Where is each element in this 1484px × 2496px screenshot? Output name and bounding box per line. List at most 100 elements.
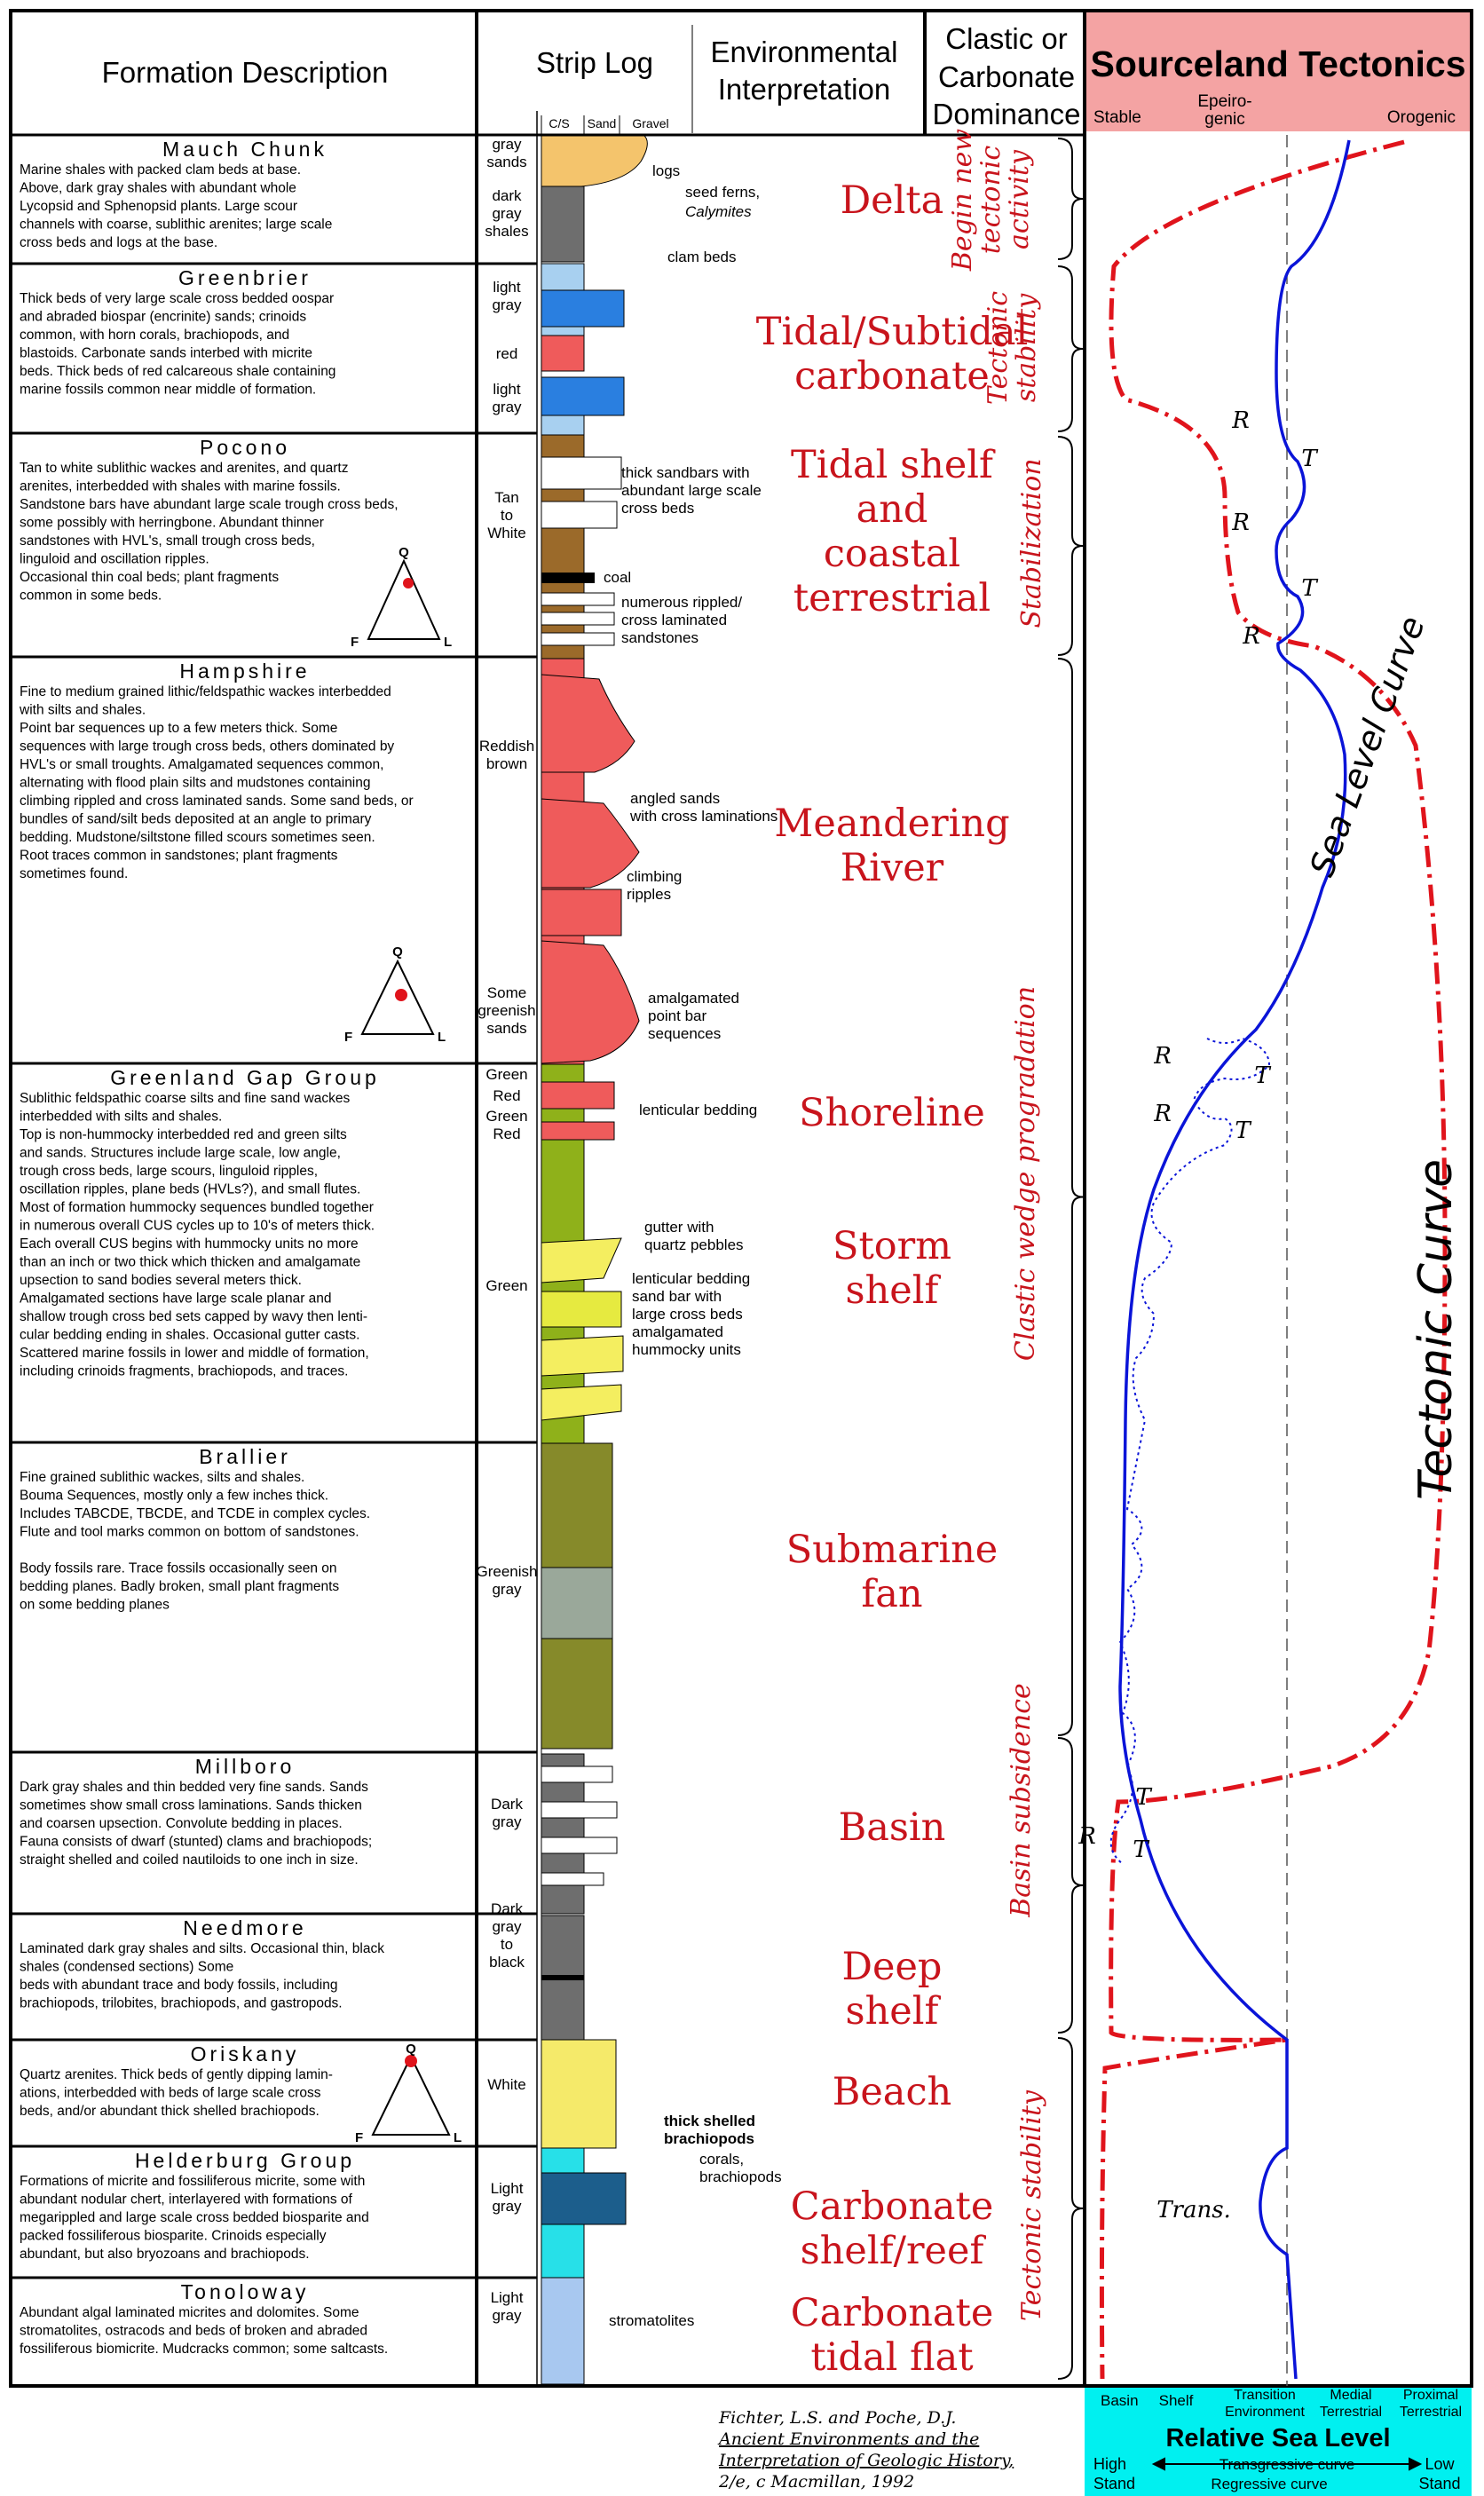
regression-label: R (1153, 1043, 1172, 1070)
svg-text:F: F (355, 2130, 363, 2145)
log-note: Calymites (685, 203, 752, 220)
footer-arrows (1151, 2457, 1423, 2471)
formation-description-line: trough cross beds, large scours, lingulo… (20, 1164, 318, 1179)
log-pocono-coal (541, 573, 595, 583)
formation-description-line: Fine to medium grained lithic/feldspathi… (20, 684, 391, 699)
log-note: numerous rippled/ (621, 594, 742, 611)
formation-description-line: and coarsen upsection. Convolute bedding… (20, 1816, 343, 1831)
formation-description-line: channels with coarse, sublithic arenites… (20, 217, 332, 233)
header-clastic-3: Dominance (933, 98, 1081, 130)
lithology-label: gray (492, 1813, 522, 1830)
header-sourceland-tectonics: Sourceland Tectonics (1090, 43, 1465, 84)
tectonic-phase-brace (1057, 436, 1084, 656)
tectonic-curve (1099, 139, 1448, 2380)
regressive-dotted-curve (1109, 1037, 1271, 1865)
tectonic-phase-brace (1057, 138, 1084, 260)
formation-description-line: Fauna consists of dwarf (stunted) clams … (20, 1835, 372, 1850)
formation-description-line: Includes TABCDE, TBCDE, and TCDE in comp… (20, 1506, 370, 1521)
log-note: with cross laminations (629, 808, 778, 825)
log-note: point bar (648, 1007, 706, 1024)
formation-name: Helderburg Group (135, 2149, 355, 2172)
lithology-label: Red (493, 1126, 520, 1142)
log-greenbrier-red (541, 335, 585, 372)
log-note: amalgamated (632, 1323, 723, 1340)
lithology-label: Green (485, 1066, 527, 1083)
formation-description-line: on some bedding planes (20, 1598, 170, 1613)
log-note: gutter with (644, 1219, 714, 1236)
formation-description-line: Occasional thin coal beds; plant fragmen… (20, 570, 279, 585)
formation-description-line: Body fossils rare. Trace fossils occasio… (20, 1561, 337, 1576)
formation-name: Hampshire (179, 660, 310, 683)
lithology-label: Light (491, 2289, 524, 2306)
formation-name: Brallier (199, 1445, 291, 1468)
environment-label: shelf/reef (801, 2229, 987, 2273)
formation-description-line: packed fossiliferous biosparite. Crinoid… (20, 2229, 327, 2244)
sourceland-header-bg (1085, 11, 1472, 131)
formation-description-line: including crinoids fragments, brachiopod… (20, 1364, 348, 1379)
footer-low-2: Stand (1418, 2475, 1460, 2492)
sea-level-curve (1118, 139, 1351, 2380)
svg-text:L: L (444, 635, 452, 650)
formation-description-line: HVL's or small troughts. Amalgamated seq… (20, 757, 383, 772)
log-note: stromatolites (609, 2312, 694, 2329)
environment-label: Basin (839, 1805, 946, 1850)
lithology-label: light (493, 279, 520, 296)
header-clastic-1: Clastic or (945, 22, 1068, 55)
svg-text:F: F (344, 1030, 352, 1045)
footer-transition-2: Environment (1225, 2405, 1305, 2420)
formation-description-line: bedding planes. Badly broken, small plan… (20, 1579, 339, 1594)
footer-high-2: Stand (1093, 2475, 1135, 2492)
environment-label: Deep (842, 1945, 943, 1989)
tectonic-phase-label: activity (1004, 149, 1035, 249)
environment-label: shelf (846, 1268, 942, 1313)
formation-description-line: Lycopsid and Sphenopsid plants. Large sc… (20, 199, 297, 214)
log-note: corals, (699, 2151, 744, 2168)
formation-description-line: cular bedding ending in shales. Occasion… (20, 1328, 359, 1343)
log-note: angled sands (630, 790, 720, 807)
environment-label: Carbonate (791, 2184, 994, 2229)
regression-label: R (1231, 509, 1250, 536)
formation-description-line: abundant nodular chert, interlayered wit… (20, 2192, 352, 2208)
tectonic-phase-brace (1057, 658, 1084, 1736)
log-note: cross laminated (621, 612, 727, 628)
header-clastic-2: Carbonate (938, 60, 1075, 93)
footer-regressive: Regressive curve (1211, 2476, 1327, 2492)
environment-label: shelf (846, 1989, 942, 2034)
formation-description-line: common, with horn corals, brachiopods, a… (20, 328, 289, 343)
formation-description-line: oscillation ripples, plane beds (HVLs?),… (20, 1182, 360, 1197)
tectonic-phase-label: Basin subsidence (1006, 1683, 1037, 1918)
log-brallier-fan (541, 1442, 613, 1568)
formation-description-line: bundles of sand/silt beds deposited at a… (20, 812, 372, 827)
tectonic-phase-brace (1057, 1737, 1084, 2034)
formation-description-line: and abraded biospar (encrinite) sands; c… (20, 310, 306, 325)
header-orogenic: Orogenic (1387, 108, 1456, 127)
log-note: clam beds (667, 249, 736, 265)
lithology-label: gray (492, 136, 522, 153)
formation-description-line: blastoids. Carbonate sands interbed with… (20, 346, 312, 361)
environment-label: Submarine (786, 1528, 999, 1572)
environment-label: tidal flat (810, 2335, 973, 2380)
formation-description-line: Point bar sequences up to a few meters t… (20, 721, 337, 736)
environment-label: and (856, 487, 928, 532)
formation-description-line: stromatolites, ostracods and beds of bro… (20, 2324, 367, 2339)
formation-description-line: Fine grained sublithic wackes, silts and… (20, 1470, 304, 1485)
lithology-label: sands (486, 154, 526, 170)
formation-name: Millboro (195, 1755, 296, 1778)
lithology-label: gray (492, 205, 522, 222)
footer-medial-2: Terrestrial (1320, 2405, 1382, 2420)
footer-proximal-2: Terrestrial (1400, 2405, 1462, 2420)
footer-relative-sea-level-box (1085, 2388, 1472, 2496)
formation-description-line: Sublithic feldspathic coarse silts and f… (20, 1091, 350, 1106)
footer-relative-sea-level: Relative Sea Level (1165, 2424, 1390, 2453)
formation-description-line: Formations of micrite and fossiliferous … (20, 2174, 365, 2189)
tectonic-phase-label: tectonic (975, 146, 1006, 255)
transgression-label: T (1301, 446, 1318, 472)
formation-description-line: marine fossils common near middle of for… (20, 383, 316, 398)
